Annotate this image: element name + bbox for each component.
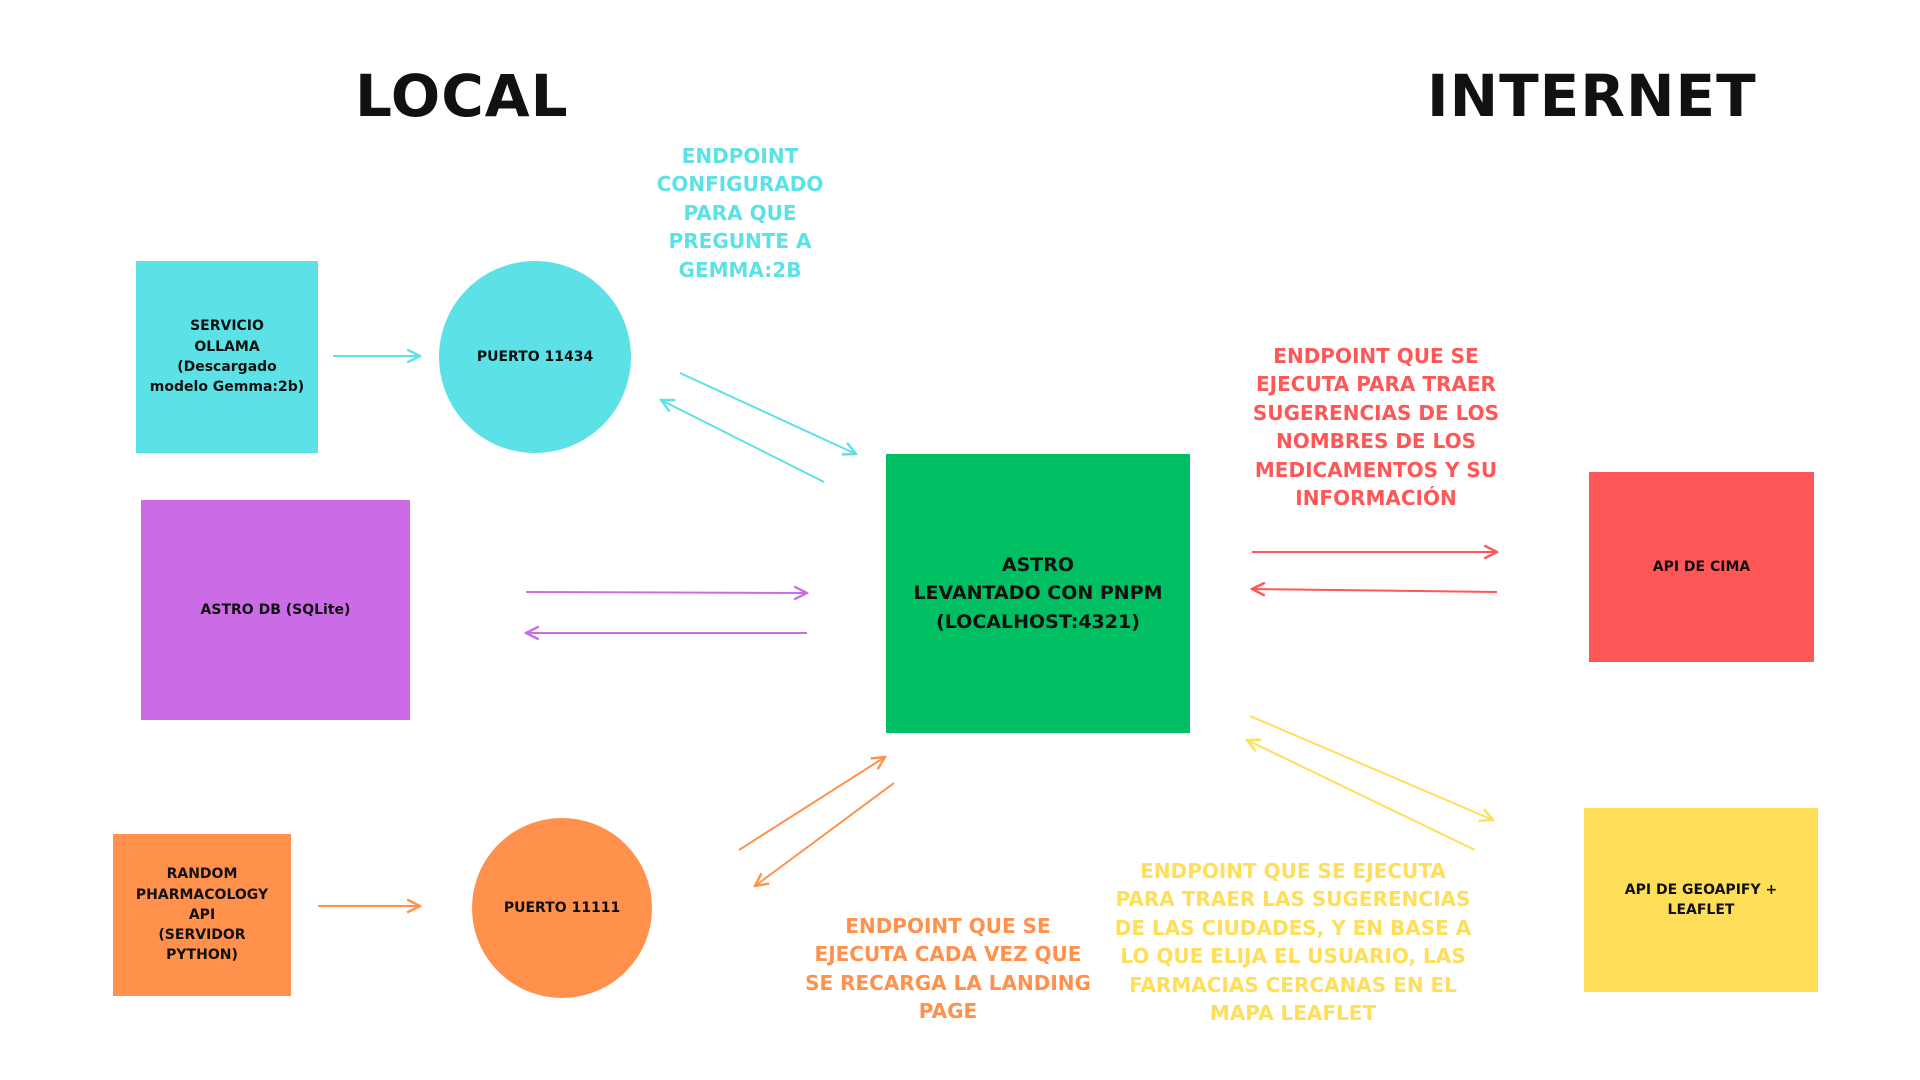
note-endpoint-gemma: ENDPOINT CONFIGURADO PARA QUE PREGUNTE A… [656, 144, 824, 282]
arrow-api-cima-to-astro [1252, 589, 1498, 592]
heading-local: LOCAL [355, 62, 569, 130]
arrow-port-11434-to-astro [679, 372, 856, 454]
node-puerto-11111: PUERTO 11111 [472, 818, 652, 998]
arrow-api-geoapify-to-astro [1247, 740, 1476, 851]
note-endpoint-cities: ENDPOINT QUE SE EJECUTA PARA TRAER LAS S… [1114, 859, 1472, 1025]
note-endpoint-landing: ENDPOINT QUE SE EJECUTA CADA VEZ QUE SE … [805, 914, 1091, 1024]
arrow-astro-db-to-astro [525, 592, 807, 593]
node-api-cima: API DE CIMA [1589, 472, 1814, 662]
node-random-pharmacology-api: RANDOM PHARMACOLOGY API (SERVIDOR PYTHON… [113, 834, 291, 996]
node-api-geoapify-leaflet: API DE GEOAPIFY + LEAFLET [1584, 808, 1818, 992]
node-astro: ASTRO LEVANTADO CON PNPM (LOCALHOST:4321… [886, 454, 1190, 733]
node-servicio-ollama: SERVICIO OLLAMA (Descargado modelo Gemma… [136, 261, 318, 453]
node-astro-db: ASTRO DB (SQLite) [141, 500, 410, 720]
node-puerto-11434: PUERTO 11434 [439, 261, 631, 453]
arrow-astro-to-port-11111 [755, 782, 895, 886]
heading-internet: INTERNET [1427, 62, 1757, 130]
arrow-astro-to-api-geoapify [1249, 715, 1493, 820]
arrow-astro-to-port-11434 [661, 400, 825, 483]
note-endpoint-cima: ENDPOINT QUE SE EJECUTA PARA TRAER SUGER… [1252, 344, 1500, 510]
arrow-port-11111-to-astro [738, 757, 885, 851]
